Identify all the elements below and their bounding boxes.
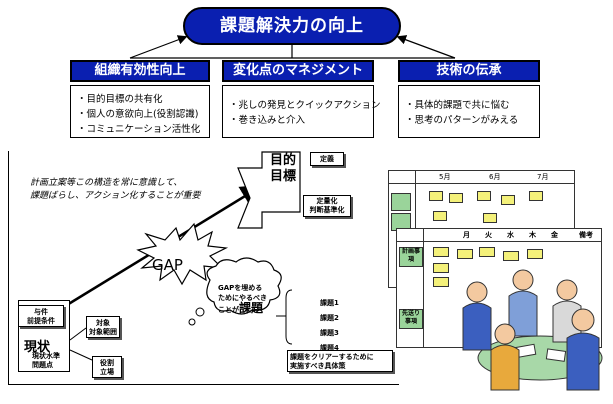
issue-line: ことが	[218, 306, 239, 314]
issue-text: GAPを埋める ためにやるべき ことが課題	[218, 283, 278, 315]
subissue-item: 課題3	[320, 329, 339, 337]
day-label: 金	[551, 231, 558, 239]
note-line: 計画立案等この構造を常に意識して、	[30, 178, 183, 188]
row-label-plan: 計画事項	[399, 247, 423, 267]
subissue-note: 課題をクリアーするために 実施すべき具体策	[287, 350, 393, 372]
goal-label: 目的目標	[269, 153, 296, 184]
month-label: 5月	[439, 173, 451, 181]
sticky-note	[477, 191, 491, 201]
month-row: 5月 6月 7月	[389, 171, 574, 184]
column-header-change: 変化点のマネジメント	[222, 60, 374, 82]
goal-tag-quantify: 定量化 判断基準化	[303, 195, 351, 217]
issue-line: ためにやるべき	[218, 294, 267, 302]
tag-line: 対象範囲	[89, 328, 117, 336]
current-sub-line: 問題点	[32, 361, 53, 369]
issue-word: 課題	[239, 301, 264, 315]
subissue-item: 課題2	[320, 314, 339, 322]
list-item: ・個人の意欲向上(役割認識)	[77, 109, 199, 120]
subissue-item: 課題4	[320, 344, 339, 352]
sticky-note	[391, 193, 411, 211]
tag-target: 対象 対象範囲	[86, 316, 120, 338]
sticky-note	[433, 263, 449, 273]
note-line: 課題ばらし、アクション化することが重要	[30, 191, 201, 201]
tag-line: 判断基準化	[309, 206, 345, 214]
subissue-list: 課題1 課題2 課題3 課題4	[320, 296, 339, 356]
list-item: ・目的目標の共有化	[77, 94, 163, 105]
day-label: 水	[507, 231, 514, 239]
day-label: 備考	[579, 231, 593, 239]
tag-line: 前提条件	[27, 317, 55, 325]
list-item: ・兆しの発見とクイックアクション	[229, 100, 381, 111]
column-header-organization: 組織有効性向上	[70, 60, 210, 82]
tag-line: 役割	[100, 359, 114, 367]
column-header-skill: 技術の伝承	[398, 60, 540, 82]
sticky-note	[429, 191, 443, 201]
top-goal-title: 課題解決力の向上	[183, 7, 401, 45]
column-box-change: ・兆しの発見とクイックアクション ・巻き込みと介入	[222, 85, 381, 138]
list-item: ・巻き込みと介入	[229, 115, 306, 126]
tag-premise: 与件 前提条件	[18, 305, 64, 327]
sticky-note	[503, 251, 519, 261]
tag-line: 定量化	[316, 197, 338, 205]
sticky-note	[433, 211, 447, 221]
issue-line: GAPを埋める	[218, 284, 263, 292]
column-box-skill: ・具体的課題で共に悩む ・思考のパターンがみえる	[398, 85, 540, 138]
current-sub: 現状水準 問題点	[32, 352, 60, 370]
diagram-shapes	[61, 151, 301, 345]
tag-role: 役割 立場	[92, 356, 122, 378]
sticky-note	[501, 195, 515, 205]
day-label: 木	[529, 231, 536, 239]
meeting-illustration	[462, 269, 603, 391]
day-label: 火	[485, 231, 492, 239]
current-sub-line: 現状水準	[32, 352, 60, 360]
month-label: 7月	[537, 173, 549, 181]
tag-line: 立場	[100, 368, 114, 376]
diagram-frame	[8, 151, 399, 385]
list-item: ・コミュニケーション活性化	[77, 124, 201, 135]
diagram-note: 計画立案等この構造を常に意識して、 課題ばらし、アクション化することが重要	[30, 177, 201, 203]
top-connectors	[129, 35, 456, 59]
goal-tag-definition: 定義	[310, 152, 344, 166]
sticky-note	[449, 193, 463, 203]
current-connectors	[69, 327, 93, 361]
subissue-item: 課題1	[320, 299, 339, 307]
day-label: 月	[463, 231, 470, 239]
gap-label: GAP	[152, 256, 183, 274]
month-label: 6月	[489, 173, 501, 181]
note-line: 実施すべき具体策	[290, 362, 346, 370]
tag-line: 与件	[34, 308, 48, 316]
sticky-note	[433, 277, 449, 287]
divider	[423, 229, 424, 347]
column-box-organization: ・目的目標の共有化 ・個人の意欲向上(役割認識) ・コミュニケーション活性化	[70, 85, 210, 138]
current-label: 現状	[24, 340, 51, 355]
row-label-deferred: 先送り事項	[399, 309, 423, 329]
sticky-note	[433, 247, 449, 257]
note-line: 課題をクリアーするために	[290, 353, 374, 361]
tag-line: 対象	[96, 319, 110, 327]
sticky-note	[479, 247, 495, 257]
sticky-note	[483, 213, 497, 223]
sticky-note	[529, 191, 543, 201]
divider	[397, 241, 601, 242]
sticky-note	[527, 249, 543, 259]
sticky-note	[457, 249, 473, 259]
list-item: ・具体的課題で共に悩む	[405, 100, 510, 111]
list-item: ・思考のパターンがみえる	[405, 115, 519, 126]
